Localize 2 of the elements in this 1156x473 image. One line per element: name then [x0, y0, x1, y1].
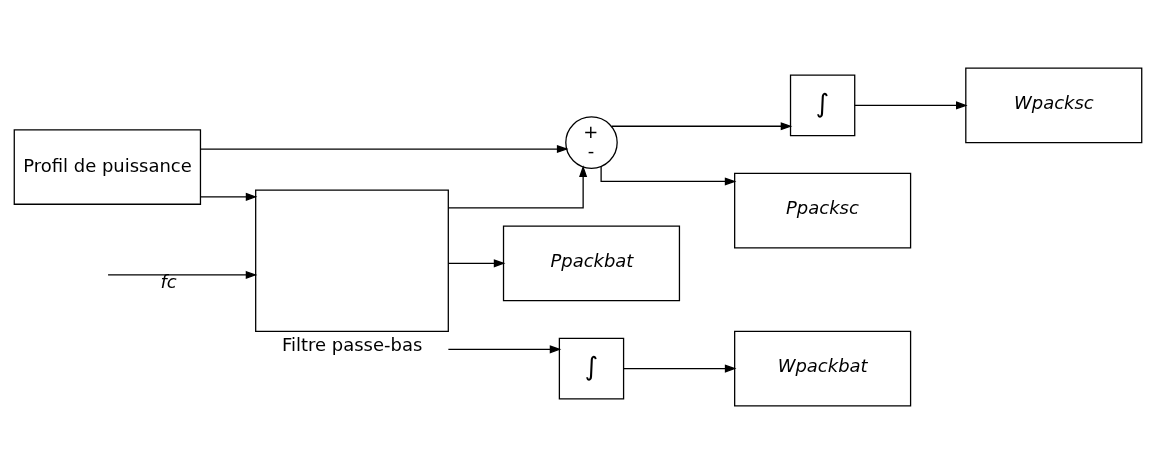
edge-label: fc [160, 270, 177, 292]
node-label: Filtre passe-bas [282, 333, 423, 355]
